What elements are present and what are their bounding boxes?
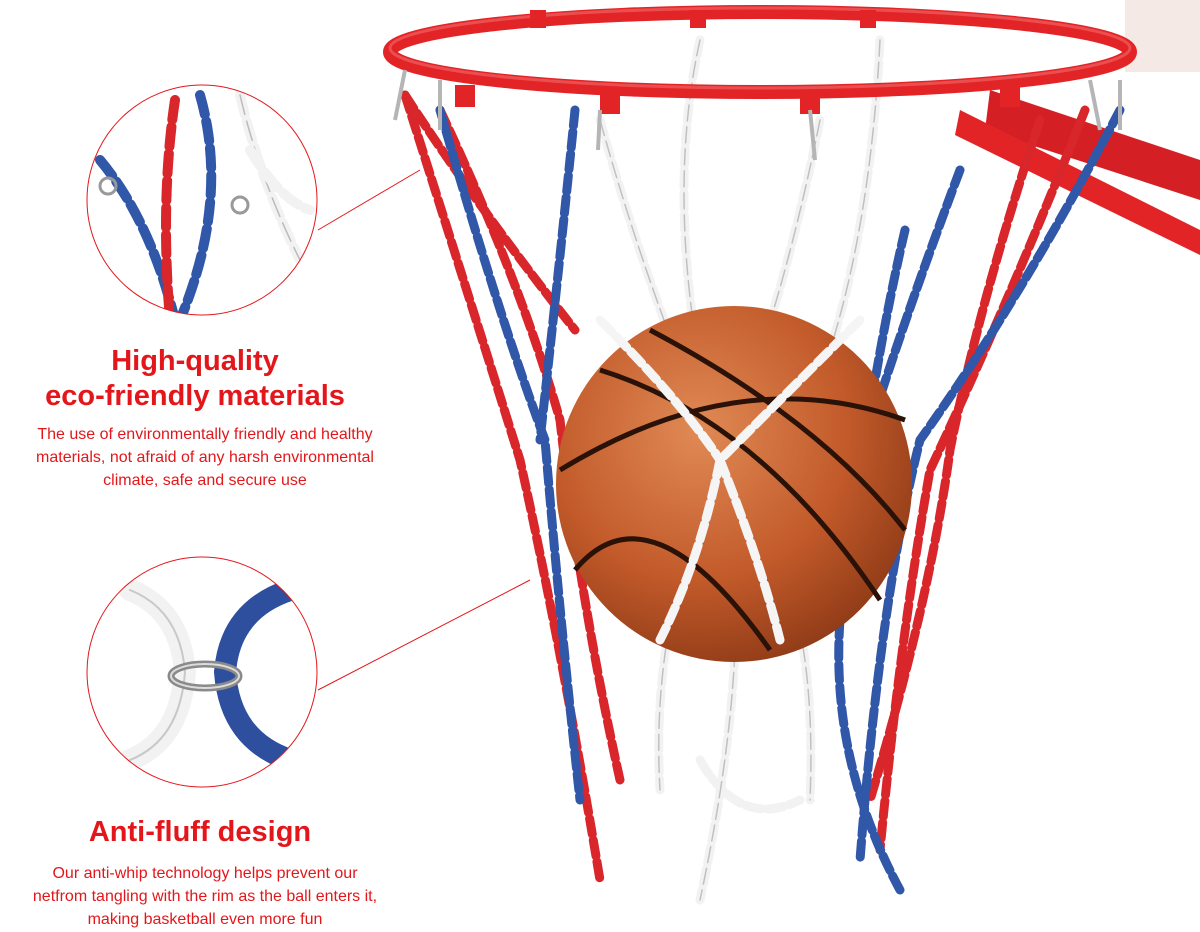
zoom-callout-icon — [86, 84, 318, 316]
feature-description-anti-fluff: Our anti-whip technology helps prevent o… — [0, 862, 410, 931]
zoom-callout-icon — [86, 556, 318, 788]
callout-connectors — [317, 169, 531, 691]
hoop-rim-icon — [383, 5, 1137, 161]
feature-title-anti-fluff: Anti-fluff design — [0, 815, 400, 850]
front-chain — [595, 315, 865, 645]
feature-title-materials: High-quality eco-friendly materials — [0, 344, 390, 414]
title-line: eco-friendly materials — [45, 380, 345, 412]
description-line: climate, safe and secure use — [103, 472, 307, 489]
description-line: The use of environmentally friendly and … — [37, 426, 373, 443]
description-line: Our anti-whip technology helps prevent o… — [52, 865, 358, 882]
description-line: making basketball even more fun — [87, 911, 323, 928]
title-line: High-quality — [111, 345, 279, 377]
description-line: materials, not afraid of any harsh envir… — [36, 449, 374, 466]
feature-description-materials: The use of environmentally friendly and … — [0, 423, 410, 492]
title-line: Anti-fluff design — [88, 816, 312, 848]
description-line: netfrom tangling with the rim as the bal… — [32, 888, 378, 905]
backboard-mount — [939, 0, 1200, 255]
